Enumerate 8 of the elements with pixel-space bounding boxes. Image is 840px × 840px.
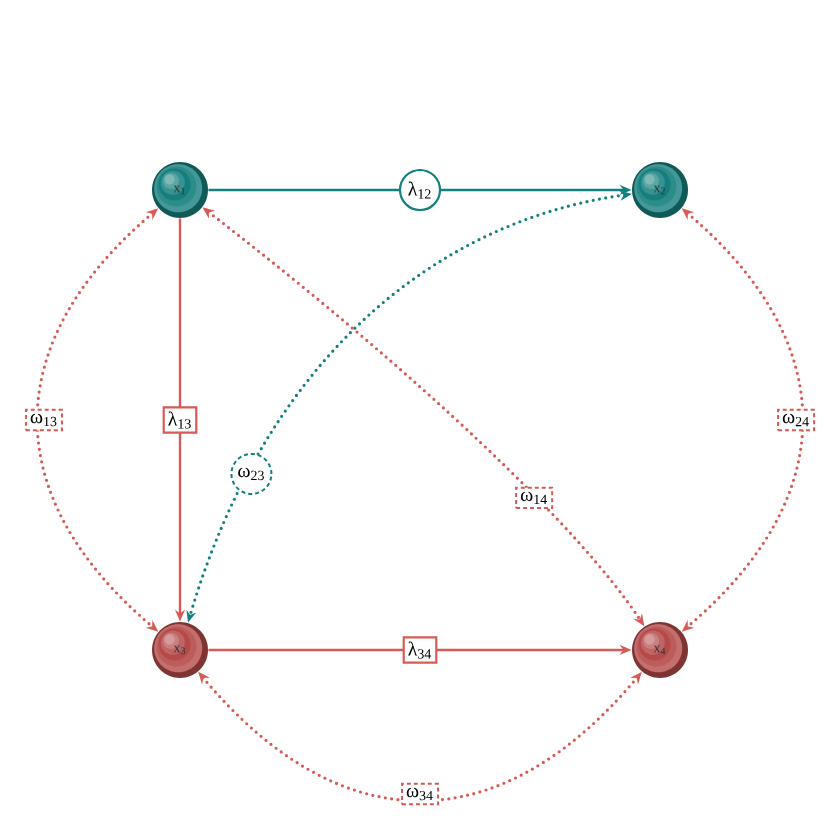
edge-label: ω$_{24}$ (777, 408, 816, 432)
edge-label: λ$_{34}$ (402, 636, 438, 664)
edge-label: ω$_{34}$ (401, 782, 439, 806)
edge-label: ω$_{14}$ (515, 486, 554, 509)
edge-label: ω$_{13}$ (24, 408, 63, 432)
edge-label: λ$_{13}$ (162, 406, 198, 434)
edge-label: ω$_{23}$ (230, 452, 273, 495)
edge-label: λ$_{12}$ (398, 168, 442, 212)
